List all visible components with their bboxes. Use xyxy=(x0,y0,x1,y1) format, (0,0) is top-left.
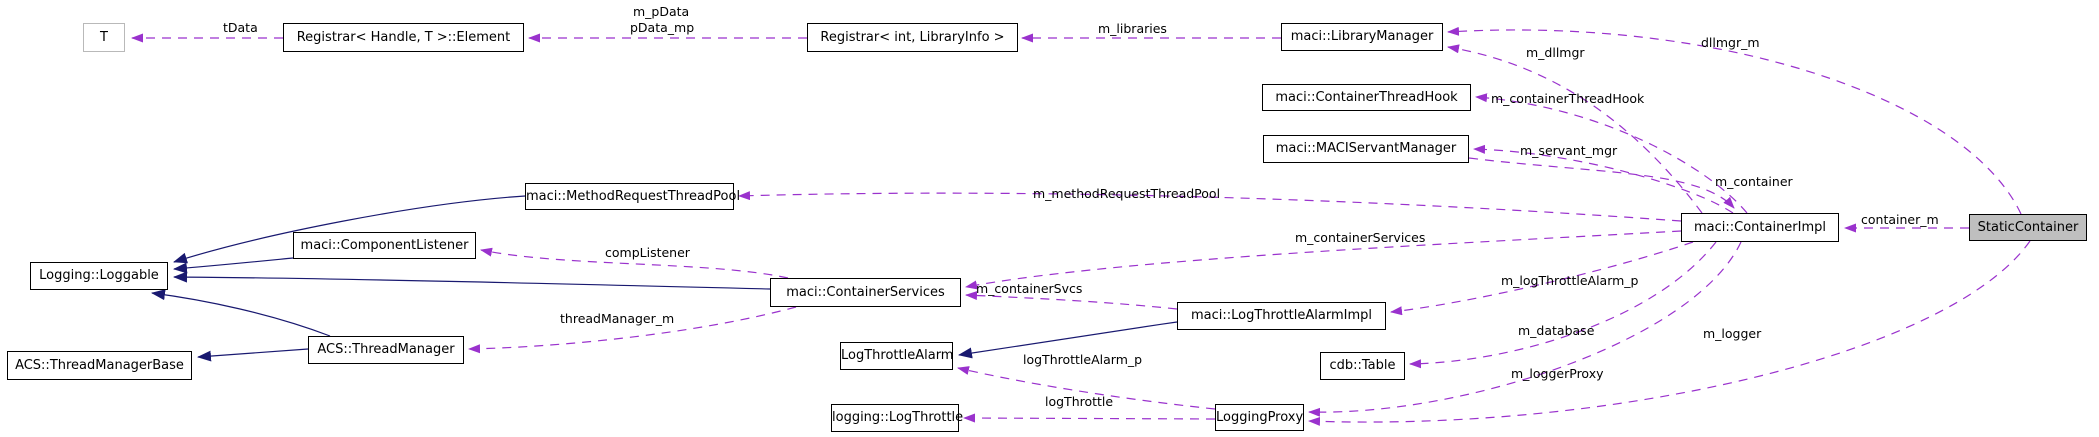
edge-label-dllmgr_m: dllmgr_m xyxy=(1701,35,1760,50)
node-library-manager[interactable]: maci::LibraryManager xyxy=(1281,23,1443,51)
edge-container-impl-to-logging-proxy xyxy=(1308,241,1742,417)
edge-label-container_m: container_m xyxy=(1861,212,1939,227)
edge-label-m_database: m_database xyxy=(1518,323,1595,338)
node-thread-manager-base[interactable]: ACS::ThreadManagerBase xyxy=(7,351,192,380)
edge-static-container-to-library-manager xyxy=(1447,26,2022,215)
node-t: T xyxy=(83,23,125,52)
edge-static-container-to-logging-proxy xyxy=(1308,240,2031,426)
edge-component-listener-to-loggable xyxy=(173,257,294,274)
node-registrar-element[interactable]: Registrar< Handle, T >::Element xyxy=(283,23,524,52)
node-log-throttle-alarm[interactable]: LogThrottleAlarm xyxy=(840,342,953,370)
node-container-thread-hook[interactable]: maci::ContainerThreadHook xyxy=(1262,84,1471,111)
node-log-throttle-alarm-impl[interactable]: maci::LogThrottleAlarmImpl xyxy=(1177,302,1386,330)
edge-log-throttle-alarm-impl-to-container-services xyxy=(965,291,1178,310)
edge-label-m_logger: m_logger xyxy=(1703,326,1762,341)
edge-label-m_dllmgr: m_dllmgr xyxy=(1526,45,1585,60)
edge-container-impl-to-cdb-table xyxy=(1409,241,1717,369)
edge-label-m_loggerProxy: m_loggerProxy xyxy=(1511,366,1604,381)
edge-label-m_logThrottleAlarm_p: m_logThrottleAlarm_p xyxy=(1501,273,1639,288)
edge-label-pData_mp: pData_mp xyxy=(630,20,695,35)
node-maci-servant-manager[interactable]: maci::MACIServantManager xyxy=(1263,135,1469,163)
edge-container-services-to-component-listener xyxy=(480,247,789,279)
node-loggable[interactable]: Logging::Loggable xyxy=(30,262,168,290)
edge-label-tData: tData xyxy=(223,20,258,35)
edge-container-impl-to-maci-servant-manager xyxy=(1473,144,1734,214)
edge-container-services-to-loggable xyxy=(173,271,771,290)
edge-label-m_libraries: m_libraries xyxy=(1098,21,1167,36)
node-container-impl[interactable]: maci::ContainerImpl xyxy=(1681,213,1839,242)
edge-label-logThrottle: logThrottle xyxy=(1045,394,1114,409)
edge-maci-servant-manager-to-container-impl xyxy=(1468,157,1735,209)
edge-label-m_containerThreadHook: m_containerThreadHook xyxy=(1491,91,1645,106)
edge-label-threadManager_m: threadManager_m xyxy=(560,311,675,326)
edge-label-m_containerServices: m_containerServices xyxy=(1295,230,1426,245)
edge-thread-manager-to-thread-manager-base xyxy=(197,348,309,362)
edge-label-m_servant_mgr: m_servant_mgr xyxy=(1520,143,1618,158)
edge-thread-manager-to-loggable xyxy=(151,289,331,337)
edge-label-logThrottleAlarm_p: logThrottleAlarm_p xyxy=(1023,352,1143,367)
edge-label-m_pData: m_pData xyxy=(633,4,690,19)
edge-label-m_container: m_container xyxy=(1715,174,1793,189)
node-registrar-int[interactable]: Registrar< int, LibraryInfo > xyxy=(807,23,1018,52)
edge-logging-proxy-to-log-throttle-alarm xyxy=(957,366,1216,410)
edges-group xyxy=(131,26,2031,426)
node-logging-log-throttle[interactable]: logging::LogThrottle xyxy=(831,404,963,432)
edge-method-request-thread-pool-to-loggable xyxy=(173,195,526,264)
edge-label-m_methodRequestThreadPool: m_methodRequestThreadPool xyxy=(1033,186,1221,201)
edge-container-impl-to-library-manager xyxy=(1447,44,1703,214)
edge-label-compListener: compListener xyxy=(605,245,690,260)
edge-container-impl-to-method-request-thread-pool xyxy=(738,191,1682,222)
edge-container-impl-to-log-throttle-alarm-impl xyxy=(1390,241,1694,316)
node-thread-manager[interactable]: ACS::ThreadManager xyxy=(308,336,464,364)
node-component-listener[interactable]: maci::ComponentListener xyxy=(293,232,476,259)
node-container-services[interactable]: maci::ContainerServices xyxy=(770,278,961,307)
node-static-container: StaticContainer xyxy=(1969,214,2087,241)
node-logging-proxy[interactable]: LoggingProxy xyxy=(1215,404,1304,431)
edge-container-services-to-thread-manager xyxy=(468,306,797,354)
edge-container-impl-to-container-services xyxy=(965,230,1682,290)
edge-label-m_containerSvcs: m_containerSvcs xyxy=(976,281,1083,296)
node-method-request-thread-pool[interactable]: maci::MethodRequestThreadPool xyxy=(525,183,740,210)
node-cdb-table[interactable]: cdb::Table xyxy=(1320,352,1405,380)
edge-logging-proxy-to-logging-log-throttle xyxy=(963,413,1216,423)
edge-log-throttle-alarm-impl-to-log-throttle-alarm xyxy=(958,321,1178,359)
